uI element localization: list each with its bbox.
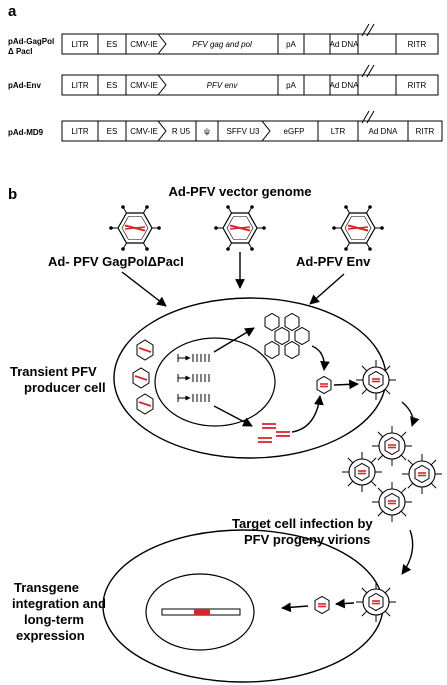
arrow-to-budding <box>333 379 359 390</box>
transgene-label-line2: integration and <box>12 596 106 611</box>
arrow-to-rna <box>213 405 253 427</box>
construct-gagpol-name-line1: pAd-GagPol <box>8 37 54 46</box>
empty-capsid-1 <box>264 313 280 331</box>
adenovirus-particle-right <box>331 204 385 252</box>
env-seg-pa: pA <box>286 81 296 90</box>
transcription-unit-3 <box>178 394 209 402</box>
target-infection-label-line1: Target cell infection by <box>232 516 373 531</box>
adenovirus-particle-center <box>213 204 267 252</box>
arrow-release <box>401 401 420 427</box>
gagpol-seg-es: ES <box>107 40 118 49</box>
vector-genome-title: Ad-PFV vector genome <box>168 184 311 199</box>
env-seg-gene: PFV env <box>207 81 239 90</box>
assembled-capsid-cytoplasm <box>316 375 332 395</box>
released-virion-3 <box>402 454 442 494</box>
arrow-right-vector-entry <box>309 273 345 305</box>
panel-a-label: a <box>8 3 17 20</box>
empty-capsid-2 <box>284 313 300 331</box>
producer-cell-label-line1: Transient PFV <box>10 364 97 379</box>
adenovirus-particle-left <box>108 204 162 252</box>
md9-seg-sffv: SFFV U3 <box>227 127 260 136</box>
transgene-label-line3: long-term <box>24 612 84 627</box>
construct-md9-name: pAd-MD9 <box>8 128 44 137</box>
arrow-left-vector-entry <box>121 271 167 307</box>
released-virion-4 <box>372 482 412 522</box>
construct-env-name: pAd-Env <box>8 81 41 90</box>
arrow-to-capsid-assembly <box>213 327 255 353</box>
md9-seg-psi: ψ <box>204 127 210 136</box>
env-seg-cmv: CMV-IE <box>130 81 158 90</box>
integrated-provirus <box>161 608 241 616</box>
left-vector-label: Ad- PFV GagPolΔPacI <box>48 254 184 269</box>
viral-rna-strands <box>258 423 290 443</box>
gagpol-seg-pa: pA <box>286 40 296 49</box>
md9-seg-ru5: R U5 <box>172 127 191 136</box>
construct-gagpol: pAd-GagPol Δ PacI LITR ES CMV-IE PFV gag… <box>8 23 439 56</box>
md9-seg-es: ES <box>107 127 118 136</box>
producer-cell-label-line2: producer cell <box>24 380 106 395</box>
transcription-unit-1 <box>178 354 209 362</box>
md9-seg-egfp: eGFP <box>284 127 305 136</box>
empty-capsid-5 <box>264 341 280 359</box>
md9-seg-ltr: LTR <box>331 127 346 136</box>
panel-b-label: b <box>8 186 17 203</box>
released-virion-2 <box>342 452 382 492</box>
arrow-nuclear-entry <box>281 602 309 613</box>
construct-md9: pAd-MD9 LITR ES CMV-IE R U5 ψ SFFV U3 eG… <box>8 110 443 142</box>
construct-gagpol-name-line2: Δ PacI <box>8 47 32 56</box>
target-cell-membrane <box>102 529 384 683</box>
transgene-label-line1: Transgene <box>14 580 79 595</box>
md9-seg-addna: Ad DNA <box>369 127 399 136</box>
entering-virion <box>356 582 396 622</box>
producer-cell-nucleus <box>154 337 276 427</box>
empty-capsid-3 <box>274 327 290 345</box>
env-seg-litr: LITR <box>71 81 89 90</box>
empty-capsid-4 <box>294 327 310 345</box>
gagpol-seg-ritr: RITR <box>408 40 427 49</box>
released-virion-1 <box>372 426 412 466</box>
uncoated-capsid <box>314 595 330 615</box>
env-seg-es: ES <box>107 81 118 90</box>
gagpol-seg-gene: PFV gag and pol <box>192 40 252 49</box>
md9-seg-cmv: CMV-IE <box>130 127 158 136</box>
env-seg-addna: Ad DNA <box>330 81 360 90</box>
env-seg-ritr: RITR <box>408 81 427 90</box>
construct-env: pAd-Env LITR ES CMV-IE PFV env pA Ad DNA… <box>8 64 439 96</box>
right-vector-label: Ad-PFV Env <box>296 254 371 269</box>
target-cell-nucleus <box>145 573 255 651</box>
empty-capsid-6 <box>284 341 300 359</box>
gagpol-seg-cmv: CMV-IE <box>130 40 158 49</box>
md9-seg-litr: LITR <box>71 127 89 136</box>
md9-seg-ritr: RITR <box>416 127 435 136</box>
gagpol-seg-addna: Ad DNA <box>330 40 360 49</box>
transcription-unit-2 <box>178 374 209 382</box>
target-infection-label-line2: PFV progeny virions <box>244 532 370 547</box>
budding-virion <box>356 360 396 400</box>
arrow-capsid-to-assembly <box>311 345 330 371</box>
arrow-uncoating <box>335 598 355 609</box>
arrow-rna-to-assembly <box>291 395 324 433</box>
gagpol-seg-litr: LITR <box>71 40 89 49</box>
arrow-infection <box>401 529 414 575</box>
transgene-label-line4: expression <box>16 628 85 643</box>
cytoplasmic-adenovirus <box>132 339 154 415</box>
